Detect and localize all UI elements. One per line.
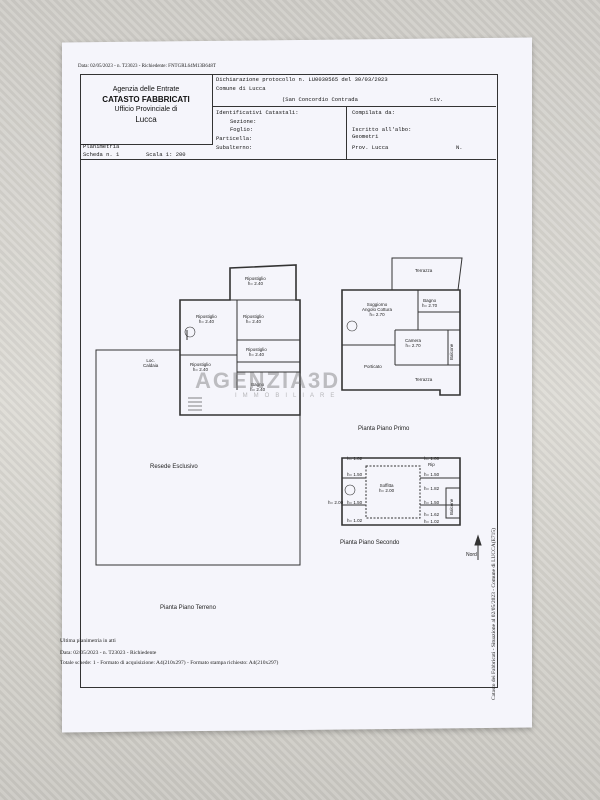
first-floor-outline	[341, 289, 461, 396]
ground-stairs	[184, 326, 202, 411]
room-name: Ripostiglio	[246, 347, 267, 352]
agency-header: Agenzia delle Entrate CATASTO FABBRICATI…	[80, 74, 213, 145]
agency-line4: Lucca	[135, 115, 157, 124]
label-h102-a: h= 1.02	[347, 456, 363, 461]
header-divider	[212, 106, 496, 107]
declaration-header: Dichiarazione protocollo n. LU0030565 de…	[212, 74, 496, 160]
north-arrow-icon	[474, 534, 482, 560]
balcone-second	[445, 487, 461, 519]
document-frame	[80, 74, 498, 688]
footer-data: Data: 02/05/2023 - n. T23023 - Richieden…	[60, 650, 157, 656]
label-h150-d: h= 1.50	[424, 500, 440, 505]
room-name: Ripostiglio	[245, 276, 266, 281]
sezione-label: Sezione:	[230, 118, 257, 125]
request-header-line: Data: 02/05/2023 - n. T23023 - Richieden…	[78, 64, 216, 69]
civ-label: civ.	[430, 96, 444, 103]
label-h150-b: h= 1.50	[424, 472, 440, 477]
footer-ultima: Ultima planimetria in atti	[60, 638, 116, 644]
agency-line1: Agenzia delle Entrate	[112, 86, 180, 93]
prov-label: Prov. Lucca	[352, 144, 389, 151]
second-floor-outline	[341, 457, 461, 526]
label-h150-a: h= 1.50	[347, 472, 363, 477]
scala-label: Scala 1: 200	[146, 151, 186, 158]
watermark-sub: IMMOBILIARE	[235, 393, 341, 399]
particella-label: Particella:	[216, 135, 253, 142]
ident-title: Identificativi Catastali:	[216, 109, 299, 116]
room-porticato: Porticato	[364, 364, 382, 369]
room-height: h= 2.40	[198, 319, 214, 324]
foglio-label: Foglio:	[230, 126, 254, 133]
room-height: h= 2.40	[248, 352, 264, 357]
label-h150-c: h= 1.50	[347, 500, 363, 505]
label-h102-c: h= 1.02	[424, 519, 440, 524]
agency-line3: Ufficio Provinciale di	[114, 106, 178, 113]
room-name: Ripostiglio	[190, 362, 211, 367]
room-soggiorno: Soggiorno Angolo Cottura h= 2.70	[362, 302, 393, 317]
terrazza-top	[391, 257, 463, 291]
room-height: h= 2.40	[250, 387, 266, 392]
header-vertical-divider	[346, 106, 347, 159]
room-height: h= 2.40	[245, 319, 261, 324]
comune-line: Comune di Lucca	[216, 85, 266, 92]
room-camera: Camera h= 2.70	[405, 338, 422, 348]
piano-secondo-label: Pianta Piano Secondo	[340, 540, 400, 546]
iscritto-label: Iscritto all'albo:	[352, 126, 412, 133]
label-h102-b: h= 1.02	[347, 518, 363, 523]
room-balcone-first: Balcone	[449, 343, 454, 360]
piano-primo-label: Pianta Piano Primo	[358, 426, 410, 432]
subalterno-label: Subalterno:	[216, 144, 253, 151]
room-balcone-second: Balcone	[449, 498, 454, 515]
scheda-label: Scheda n. 1	[83, 151, 120, 158]
room-height: h= 2.40	[192, 367, 208, 372]
room-soffitta: Soffitta h= 2.00	[379, 483, 395, 493]
protocol-line: Dichiarazione protocollo n. LU0030565 de…	[216, 76, 388, 83]
room-name: Ripostiglio	[243, 314, 264, 319]
room-loc-caldaia: Loc. Caldaia	[143, 358, 159, 368]
agency-line2: CATASTO FABBRICATI	[102, 95, 190, 104]
header-bottom-rule	[80, 159, 496, 160]
room-terrazza-top: Terrazza	[415, 268, 433, 273]
side-catasto-text: Catasto dei Fabbricati - Situazione al 0…	[491, 528, 497, 700]
address-line: (San Concordio Contrada	[282, 96, 358, 103]
label-rip: Rip	[428, 462, 435, 467]
label-h200: h= 2.00	[328, 500, 344, 505]
room-terrazza-bottom: Terrazza	[415, 377, 433, 382]
nord-label: Nord	[466, 552, 477, 558]
piano-terreno-label: Pianta Piano Terreno	[160, 605, 216, 611]
room-height: h= 2.40	[247, 281, 263, 286]
room-name: Ripostiglio	[196, 314, 217, 319]
resede-label: Resede Esclusivo	[150, 464, 198, 470]
compilata-label: Compilata da:	[352, 109, 395, 116]
room-bagno-first: Bagno h= 2.70	[422, 298, 438, 308]
soffitta-area	[365, 465, 421, 519]
label-h100: h= 1.00	[424, 456, 440, 461]
footer-schede: Totale schede: 1 - Formato di acquisizio…	[60, 660, 279, 666]
planimetria-title: Planimetria	[83, 143, 120, 150]
balcone-first	[447, 329, 461, 366]
geometri-label: Geometri	[352, 133, 379, 140]
label-h182: h= 1.82	[424, 486, 440, 491]
n-label: N.	[456, 144, 463, 151]
label-h162: h= 1.62	[424, 512, 440, 517]
room-name: Bagno	[251, 382, 265, 387]
watermark-logo: AGENZIA3D	[195, 368, 341, 393]
